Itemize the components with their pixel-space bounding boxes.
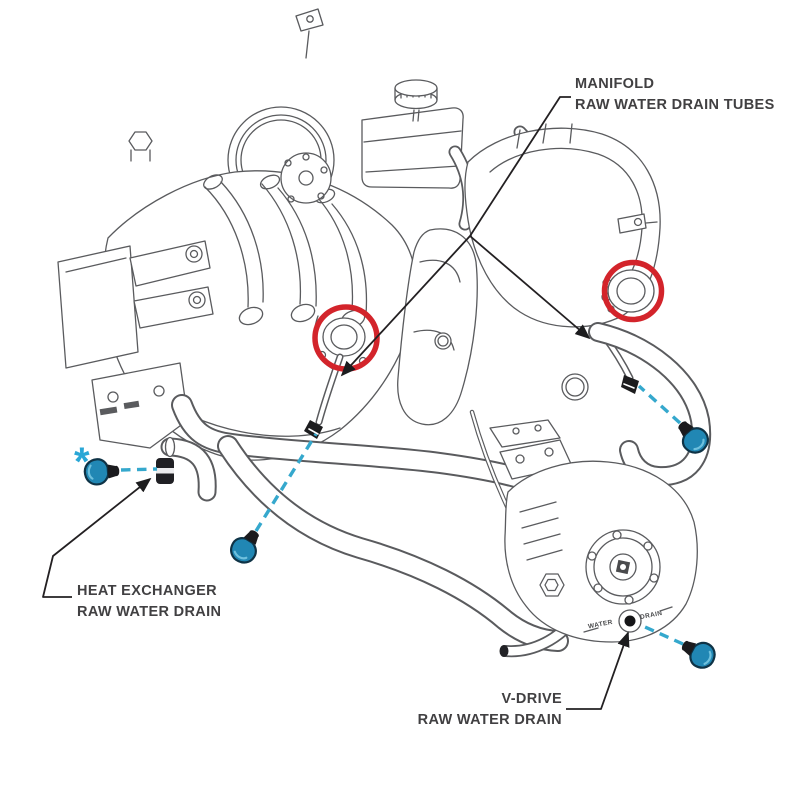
leader-arrow-manifold-left — [340, 235, 471, 377]
highlight-circle-manifold-right — [601, 259, 665, 323]
heat-exchanger-callout: HEAT EXCHANGER RAW WATER DRAIN — [77, 581, 221, 623]
asterisk-note: * — [74, 440, 90, 484]
v-drive-callout-line2: RAW WATER DRAIN — [417, 712, 562, 728]
leader-manifold-stem — [469, 96, 571, 237]
drain-plug-manifold-left — [225, 523, 268, 569]
leader-arrow-heat-exchanger — [42, 477, 152, 598]
dashed-line-v-drive — [644, 625, 684, 646]
v-drive-callout-line1: V-DRIVE — [501, 691, 562, 707]
leader-arrow-manifold-right — [469, 235, 591, 340]
manifold-callout-line2: RAW WATER DRAIN TUBES — [575, 97, 775, 113]
leader-arrow-v-drive — [566, 631, 630, 710]
dashed-line-manifold-right — [637, 384, 682, 425]
heat-exchanger-callout-line1: HEAT EXCHANGER — [77, 583, 217, 599]
manifold-callout: MANIFOLD RAW WATER DRAIN TUBES — [575, 74, 775, 116]
drain-plug-v-drive — [675, 632, 721, 674]
vdrive-embossed-drain: DRAIN — [640, 610, 664, 621]
annotations — [42, 96, 721, 710]
vdrive-embossed-water: WATER — [588, 619, 614, 631]
dashed-line-heat-exchanger — [120, 467, 158, 472]
heat-exchanger-callout-line2: RAW WATER DRAIN — [77, 604, 222, 620]
dashed-line-manifold-left — [254, 433, 318, 532]
manifold-callout-line1: MANIFOLD — [575, 76, 655, 92]
v-drive-callout: V-DRIVE RAW WATER DRAIN — [380, 689, 562, 731]
